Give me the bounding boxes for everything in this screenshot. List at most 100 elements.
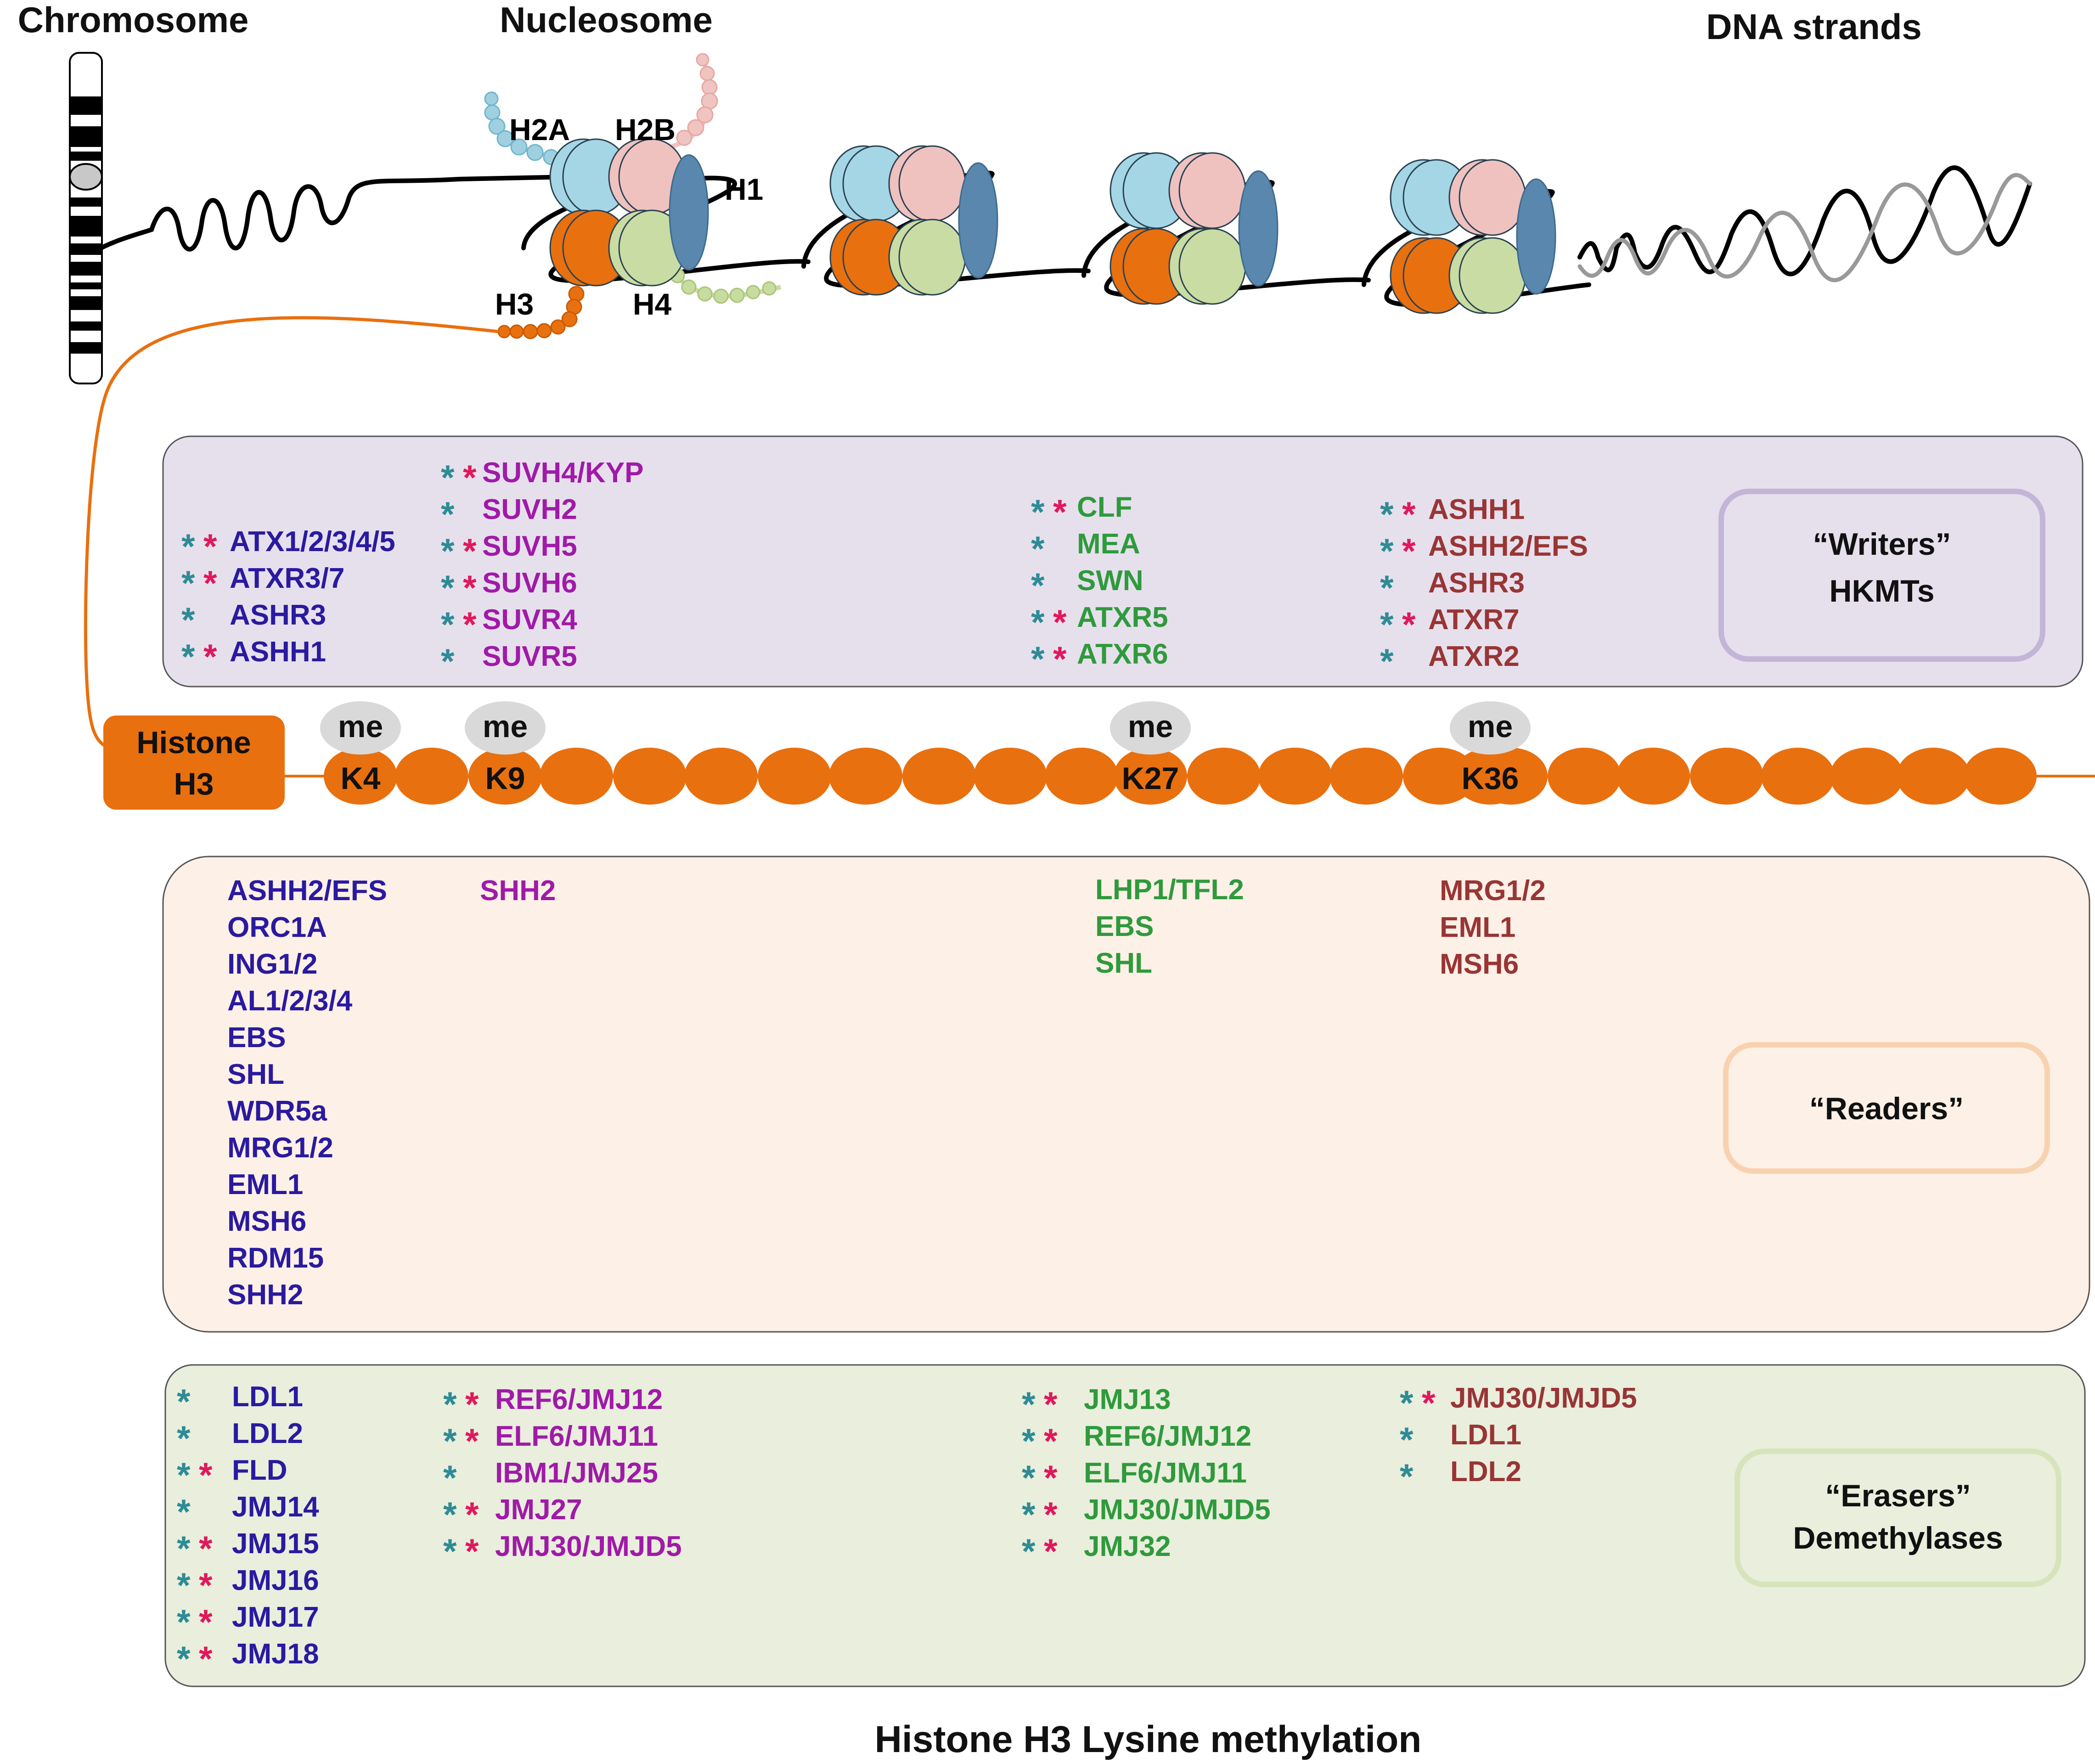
enzyme-name: REF6/JMJ12 <box>1084 1420 1251 1452</box>
pink-asterisk: * <box>1044 1422 1058 1461</box>
methyl-mark-k9 <box>465 701 546 755</box>
teal-asterisk: * <box>443 1385 457 1424</box>
enzyme-name: WDR5a <box>227 1095 327 1127</box>
methyl-mark-label: me <box>1128 709 1173 744</box>
enzyme-name: ASHH1 <box>1428 494 1525 525</box>
enzyme-name: SUVH4/KYP <box>482 457 643 489</box>
residue-bead <box>1761 748 1835 805</box>
h4-subunit <box>898 219 966 296</box>
enzyme-name: SUVH2 <box>482 494 577 525</box>
pink-asterisk: * <box>465 1532 479 1571</box>
residue-bead <box>468 748 542 805</box>
pink-asterisk: * <box>463 532 477 571</box>
enzyme-name: AL1/2/3/4 <box>227 985 353 1017</box>
residue-bead <box>974 748 1047 805</box>
teal-asterisk: * <box>1031 640 1045 679</box>
enzyme-name: LDL1 <box>232 1381 303 1413</box>
residue-bead <box>1963 748 2037 805</box>
writers-subtitle: HKMTs <box>1829 574 1934 609</box>
lysine-label-k4: K4 <box>341 761 381 796</box>
pink-asterisk: * <box>1044 1495 1058 1534</box>
enzyme-name: ELF6/JMJ11 <box>1084 1457 1247 1489</box>
enzyme-name: FLD <box>232 1454 287 1486</box>
h1-label: H1 <box>725 172 763 206</box>
teal-asterisk: * <box>177 1493 191 1532</box>
teal-asterisk: * <box>443 1532 457 1571</box>
pink-asterisk: * <box>1053 603 1067 642</box>
h1-linker-histone <box>1238 170 1278 287</box>
h4-subunit <box>1459 237 1526 314</box>
teal-asterisk: * <box>181 564 195 603</box>
residue-bead <box>684 748 758 805</box>
h1-linker-histone <box>958 162 998 279</box>
teal-asterisk: * <box>441 532 455 571</box>
enzyme-name: JMJ30/JMJD5 <box>1084 1494 1271 1526</box>
enzyme-name: EML1 <box>1440 912 1515 943</box>
residue-bead <box>1830 748 1904 805</box>
enzyme-name: JMJ15 <box>232 1528 319 1560</box>
enzyme-name: SUVH5 <box>482 530 577 562</box>
enzyme-name: REF6/JMJ12 <box>495 1384 663 1415</box>
h3-tail <box>497 286 585 339</box>
teal-asterisk: * <box>1400 1420 1414 1460</box>
readers-title-box <box>1723 1042 2050 1174</box>
teal-asterisk: * <box>177 1419 191 1458</box>
enzyme-name: ATXR2 <box>1428 641 1520 672</box>
pink-asterisk: * <box>1402 495 1416 534</box>
enzyme-name: MEA <box>1077 528 1140 560</box>
pink-asterisk: * <box>1422 1384 1436 1423</box>
teal-asterisk: * <box>1380 569 1394 608</box>
residue-bead <box>540 748 613 805</box>
h2b-subunit <box>898 145 966 222</box>
teal-asterisk: * <box>177 1566 191 1605</box>
enzyme-name: EBS <box>1095 911 1154 942</box>
teal-asterisk: * <box>1380 532 1394 571</box>
enzyme-name: LDL2 <box>1450 1456 1521 1488</box>
pink-asterisk: * <box>203 564 217 603</box>
teal-asterisk: * <box>1022 1495 1036 1534</box>
pink-asterisk: * <box>199 1603 213 1642</box>
lysine-label-k36: K36 <box>1462 761 1519 796</box>
pink-asterisk: * <box>1044 1385 1058 1424</box>
teal-asterisk: * <box>1400 1457 1414 1496</box>
teal-asterisk: * <box>1031 566 1045 605</box>
chromosome-header: Chromosome <box>18 0 249 40</box>
enzyme-name: MSH6 <box>1440 948 1519 980</box>
writers-panel <box>162 435 2084 688</box>
pink-asterisk: * <box>465 1385 479 1424</box>
enzyme-name: JMJ32 <box>1084 1531 1171 1562</box>
teal-asterisk: * <box>1022 1532 1036 1571</box>
h2a-tail <box>484 91 566 165</box>
h4-tail <box>668 265 782 304</box>
erasers-enzymes: *LDL1*LDL2**FLD*JMJ14**JMJ15**JMJ16**JMJ… <box>177 1381 1637 1679</box>
enzyme-name: ASHH2/EFS <box>227 875 387 907</box>
teal-asterisk: * <box>441 642 455 681</box>
enzyme-name: CLF <box>1077 491 1132 523</box>
residue-bead <box>1114 748 1187 805</box>
enzyme-name: SUVR4 <box>482 604 577 636</box>
erasers-title: “Erasers” <box>1825 1478 1971 1513</box>
histone-h3-label-line1: Histone <box>136 725 251 760</box>
erasers-panel <box>164 1364 2086 1687</box>
h1-linker-histone <box>1516 178 1556 295</box>
residue-bead <box>1403 748 1476 805</box>
residue-bead <box>1453 748 1527 805</box>
teal-asterisk: * <box>181 527 195 566</box>
h1-linker-histone <box>669 154 709 271</box>
teal-asterisk: * <box>1380 642 1394 681</box>
residue-bead <box>324 748 397 805</box>
pink-asterisk: * <box>1044 1532 1058 1571</box>
enzyme-name: EML1 <box>227 1169 303 1200</box>
enzyme-name: SWN <box>1077 565 1143 597</box>
pink-asterisk: * <box>203 527 217 566</box>
residue-bead <box>1897 748 1970 805</box>
readers-title: “Readers” <box>1809 1091 1964 1126</box>
pink-asterisk: * <box>463 458 477 497</box>
teal-asterisk: * <box>441 495 455 534</box>
enzyme-name: ASHR3 <box>1428 567 1525 599</box>
pink-asterisk: * <box>1402 532 1416 571</box>
methyl-mark-label: me <box>1468 709 1513 744</box>
pink-asterisk: * <box>465 1422 479 1461</box>
teal-asterisk: * <box>177 1382 191 1421</box>
histone-h3-label-line2: H3 <box>174 766 214 801</box>
